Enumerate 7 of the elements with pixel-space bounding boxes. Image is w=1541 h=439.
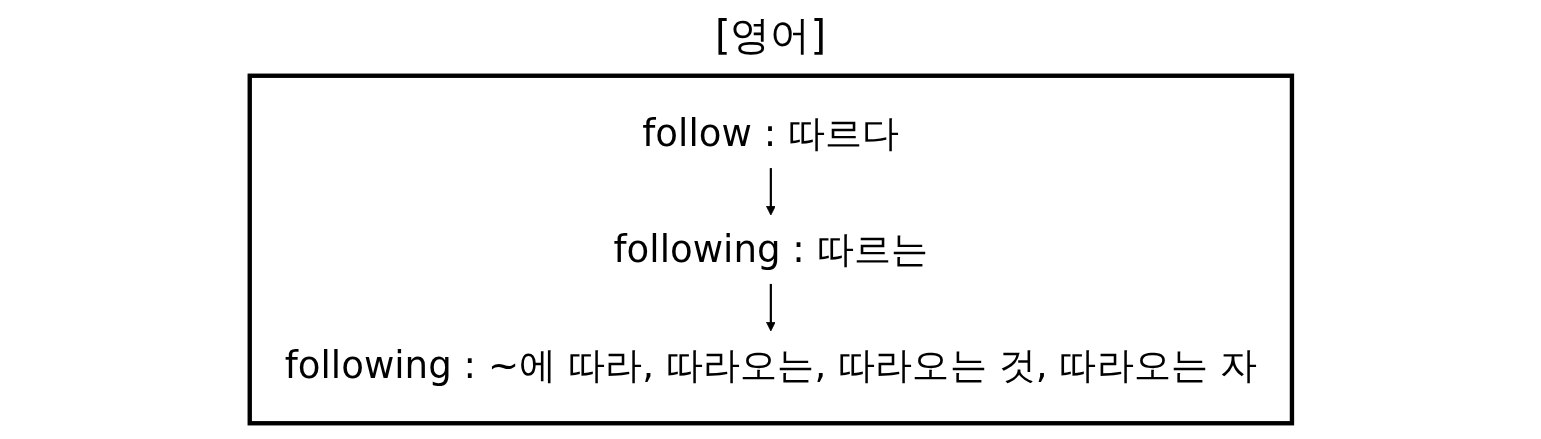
title: [영어] — [713, 11, 828, 60]
arrow — [765, 168, 776, 216]
node-text: following : 따르는 — [613, 227, 928, 271]
node-text: follow : 따르다 — [641, 111, 900, 155]
arrow — [765, 283, 776, 332]
node-text: following : ~에 따라, 따라오는, 따라오는 것, 따라오는 자 — [284, 342, 1257, 387]
cluster — [247, 73, 1294, 426]
